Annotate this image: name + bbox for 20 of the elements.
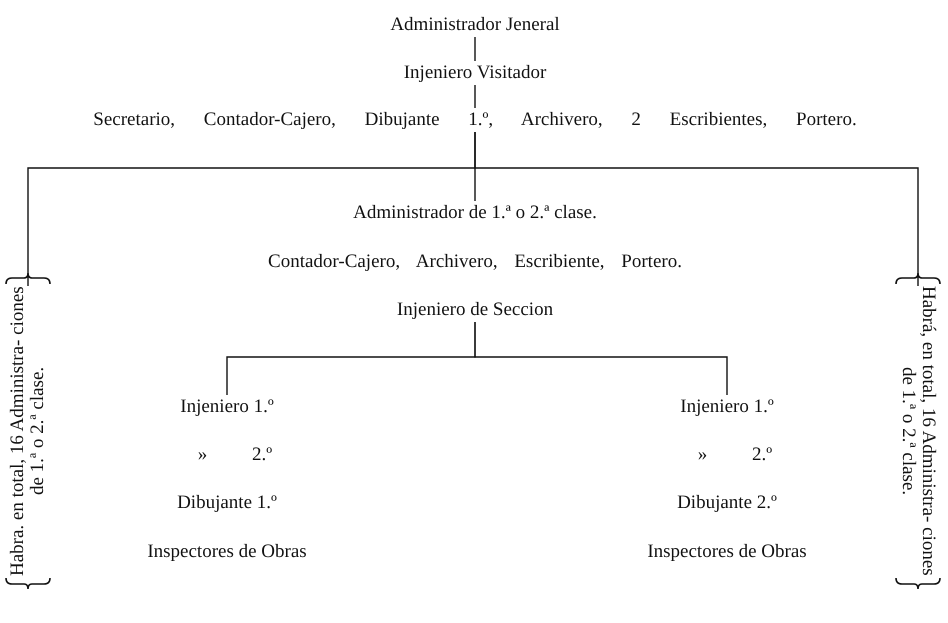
connector-line (474, 37, 476, 61)
connector-line (474, 322, 728, 395)
connector-line (474, 85, 476, 108)
connector-line (474, 132, 919, 286)
position-title: Injeniero 1.º (680, 395, 774, 419)
staff-list: Secretario, Contador-Cajero, Dibujante 1.º, Archivero, 2 Escribientes, Portero. (93, 108, 857, 132)
position-title: Injeniero 1.º (180, 395, 274, 419)
position-title: Dibujante 2.º (677, 491, 777, 515)
position-title: Administrador de 1.ª o 2.ª clase. (353, 201, 597, 225)
ditto-rank: » 2.º (698, 443, 772, 467)
side-note: Habra. en total, 16 Administra- ciones de 1.ª o 2.ª clase. (8, 286, 48, 576)
position-title: Inspectores de Obras (147, 540, 307, 564)
position-title: Dibujante 1.º (177, 491, 277, 515)
ditto-rank: » 2.º (198, 443, 272, 467)
position-title: Inspectores de Obras (647, 540, 807, 564)
position-title: Administrador Jeneral (390, 13, 560, 37)
position-title: Injeniero de Seccion (396, 298, 554, 322)
position-title: Injeniero Visitador (404, 61, 546, 85)
side-note: Habrá, en total, 16 Administra- ciones de 1.ª o 2.ª clase. (898, 286, 938, 576)
staff-list: Contador-Cajero, Archivero, Escribiente, Portero. (268, 250, 682, 274)
